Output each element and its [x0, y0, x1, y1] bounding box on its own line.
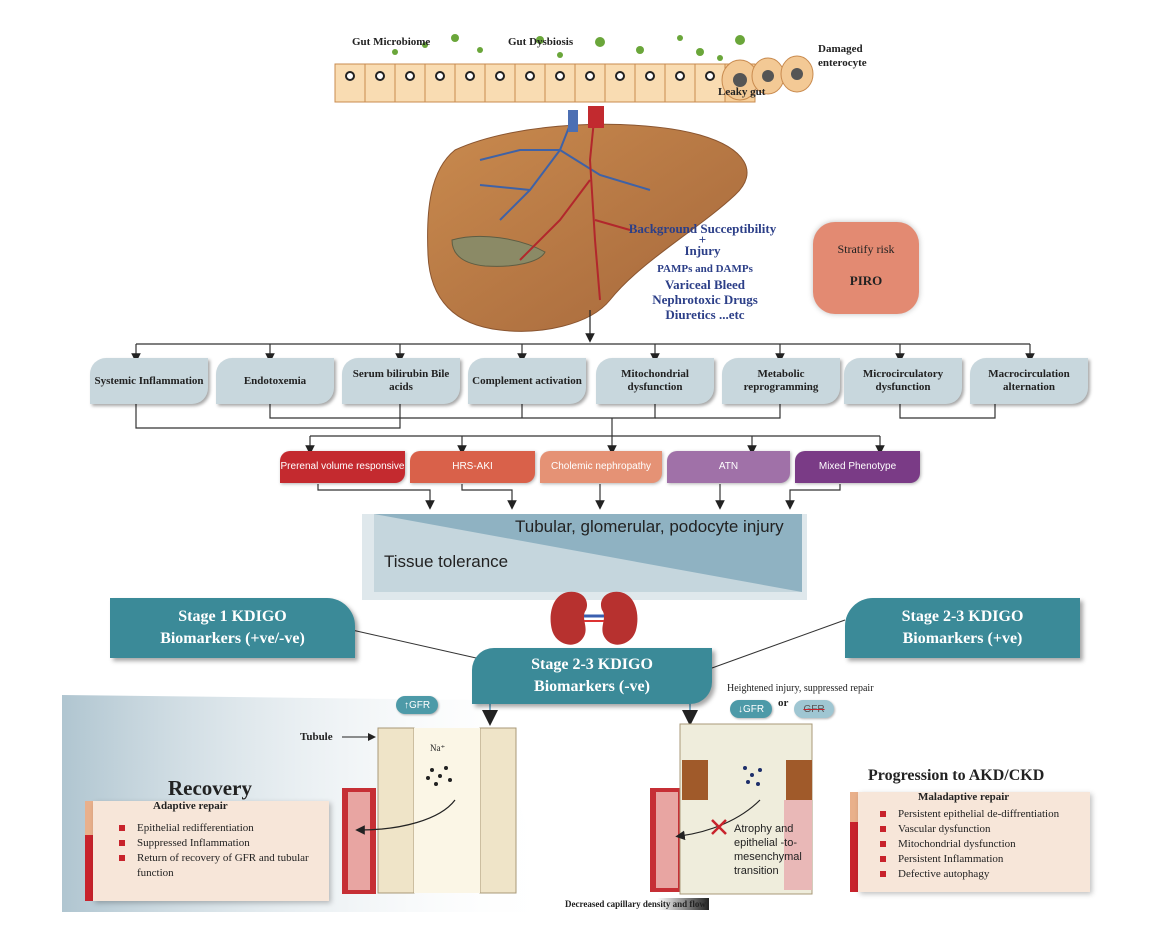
- progression-item: Vascular dysfunction: [878, 822, 1088, 837]
- piro-box: Stratify risk PIRO: [813, 222, 919, 314]
- stage23-negative-biomarkers: Biomarkers (-ve): [534, 678, 650, 695]
- mechanism-macrocirculation: Macrocirculation alternation: [970, 358, 1088, 404]
- mechanism-complement: Complement activation: [468, 358, 586, 404]
- recovery-item: Epithelial redifferentiation: [117, 821, 317, 836]
- injury-band-label: Tubular, glomerular, podocyte injury: [515, 517, 784, 536]
- mechanism-bilirubin: Serum bilirubin Bile acids: [342, 358, 460, 404]
- recovery-panel: Adaptive repair Epithelial redifferentia…: [93, 800, 329, 901]
- gut-microbiome-label: Gut Microbiome: [352, 36, 431, 48]
- progression-panel: Maladaptive repair Persistent epithelial…: [858, 791, 1090, 892]
- stage23-positive-biomarkers: Biomarkers (+ve): [902, 630, 1023, 647]
- decreased-capillary-text: Decreased capillary density and flow: [562, 898, 709, 910]
- tolerance-band: [362, 514, 807, 600]
- stage23-positive-title: Stage 2-3 KDIGO: [901, 608, 1024, 625]
- phenotype-prerenal: Prerenal volume responsive: [280, 451, 405, 483]
- mechanism-systemic-inflammation: Systemic Inflammation: [90, 358, 208, 404]
- tubule-healthy: [342, 727, 517, 894]
- gfr-up-pill: ↑GFR: [396, 696, 438, 714]
- mechanism-endotoxemia: Endotoxemia: [216, 358, 334, 404]
- factor-diuretics: Diuretics ...etc: [665, 307, 745, 322]
- heightened-injury-label: Heightened injury, suppressed repair: [727, 683, 874, 694]
- gut-epithelium: [334, 34, 814, 103]
- stage1-biomarkers: Biomarkers (+ve/-ve): [160, 630, 305, 647]
- recovery-list: Epithelial redifferentiation Suppressed …: [117, 821, 317, 881]
- mechanism-connectors: [131, 343, 1035, 510]
- piro-label: PIRO: [849, 273, 883, 288]
- tubule-injured: [650, 723, 813, 895]
- stratify-risk-label: Stratify risk: [837, 242, 895, 256]
- factor-drugs: Nephrotoxic Drugs: [652, 292, 758, 307]
- phenotype-cholemic: Cholemic nephropathy: [540, 451, 662, 483]
- progression-item: Persistent Inflammation: [878, 852, 1088, 867]
- damaged-enterocyte-label: Damaged enterocyte: [818, 43, 867, 69]
- progression-title: Progression to AKD/CKD: [868, 767, 1045, 784]
- phenotype-mixed: Mixed Phenotype: [795, 451, 920, 483]
- recovery-item: Return of recovery of GFR and tubular fu…: [117, 851, 317, 881]
- progression-subtitle: Maladaptive repair: [918, 791, 1010, 803]
- mechanism-microcirculatory: Microcirculatory dysfunction: [844, 358, 962, 404]
- stage23-negative-title: Stage 2-3 KDIGO: [531, 656, 653, 673]
- phenotype-atn: ATN: [667, 451, 790, 483]
- progression-item: Defective autophagy: [878, 867, 1088, 882]
- injury-label: Injury: [684, 243, 721, 258]
- recovery-title: Recovery: [168, 776, 252, 800]
- gfr-crossed-label: GFR: [803, 703, 825, 715]
- liver-illustration: [427, 106, 748, 343]
- stage23-positive-box: Stage 2-3 KDIGO Biomarkers (+ve): [845, 598, 1080, 658]
- mechanism-mitochondrial: Mitochondrial dysfunction: [596, 358, 714, 404]
- atrophy-label: Atrophy and epithelial -to-mesenchymal t…: [734, 823, 802, 877]
- recovery-item: Suppressed Inflammation: [117, 836, 317, 851]
- tolerance-band-label: Tissue tolerance: [384, 552, 509, 571]
- gut-dysbiosis-label: Gut Dysbiosis: [508, 36, 574, 48]
- progression-item: Persistent epithelial de-diffrentiation: [878, 807, 1088, 822]
- progression-list: Persistent epithelial de-diffrentiation …: [878, 807, 1088, 882]
- kidney-illustration: [550, 591, 638, 645]
- precipitating-factors: PAMPs and DAMPs Variceal Bleed Nephrotox…: [630, 262, 780, 322]
- stage1-box: Stage 1 KDIGO Biomarkers (+ve/-ve): [110, 598, 355, 658]
- plus-sign: +: [698, 232, 707, 247]
- factor-variceal: Variceal Bleed: [664, 277, 746, 292]
- gfr-down-pill: ↓GFR: [730, 700, 772, 718]
- recovery-subtitle: Adaptive repair: [153, 800, 228, 812]
- background-susceptibility: Background Succeptibility + Injury: [615, 222, 790, 258]
- decreased-capillary-label: Decreased capillary density and flow: [562, 898, 709, 910]
- mechanism-metabolic: Metabolic reprogramming: [722, 358, 840, 404]
- phenotype-hrs-aki: HRS-AKI: [410, 451, 535, 483]
- background-label: Background Succeptibility: [628, 221, 777, 236]
- progression-item: Mitochondrial dysfunction: [878, 837, 1088, 852]
- stage23-negative-box: Stage 2-3 KDIGO Biomarkers (-ve): [472, 648, 712, 704]
- factor-pamps: PAMPs and DAMPs: [657, 263, 753, 275]
- tubule-label: Tubule: [300, 731, 333, 743]
- gfr-crossed-pill: GFR: [794, 700, 834, 718]
- sodium-label: Na⁺: [430, 743, 446, 753]
- leaky-gut-label: Leaky gut: [718, 86, 766, 98]
- or-label: or: [778, 697, 789, 709]
- stage1-title: Stage 1 KDIGO: [178, 608, 287, 625]
